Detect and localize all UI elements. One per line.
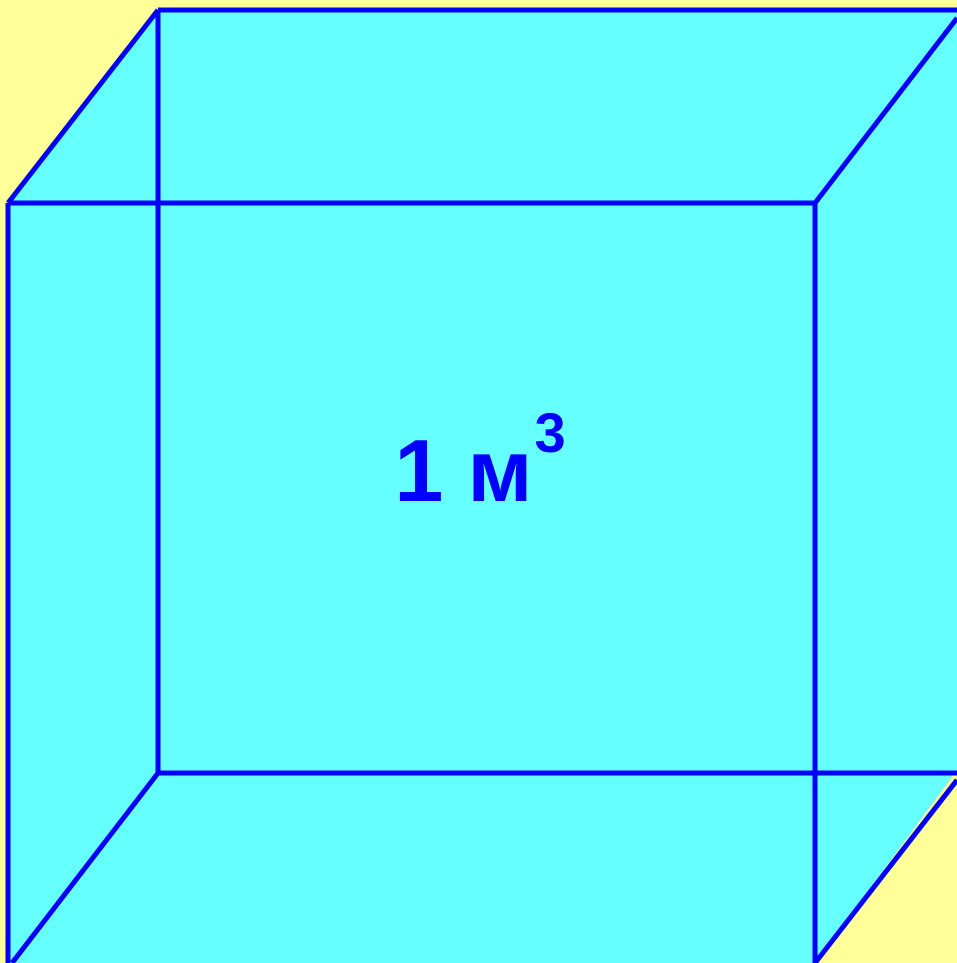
- depth-edge-top-right: [813, 16, 957, 205]
- front-face: [5, 200, 818, 963]
- depth-edge-bottom-right: [813, 778, 957, 963]
- depth-edge-bottom-left: [10, 771, 160, 963]
- back-face: [155, 7, 957, 776]
- depth-edges: [6, 8, 957, 963]
- cube-body: [8, 10, 957, 963]
- depth-edge-top-left: [6, 8, 160, 205]
